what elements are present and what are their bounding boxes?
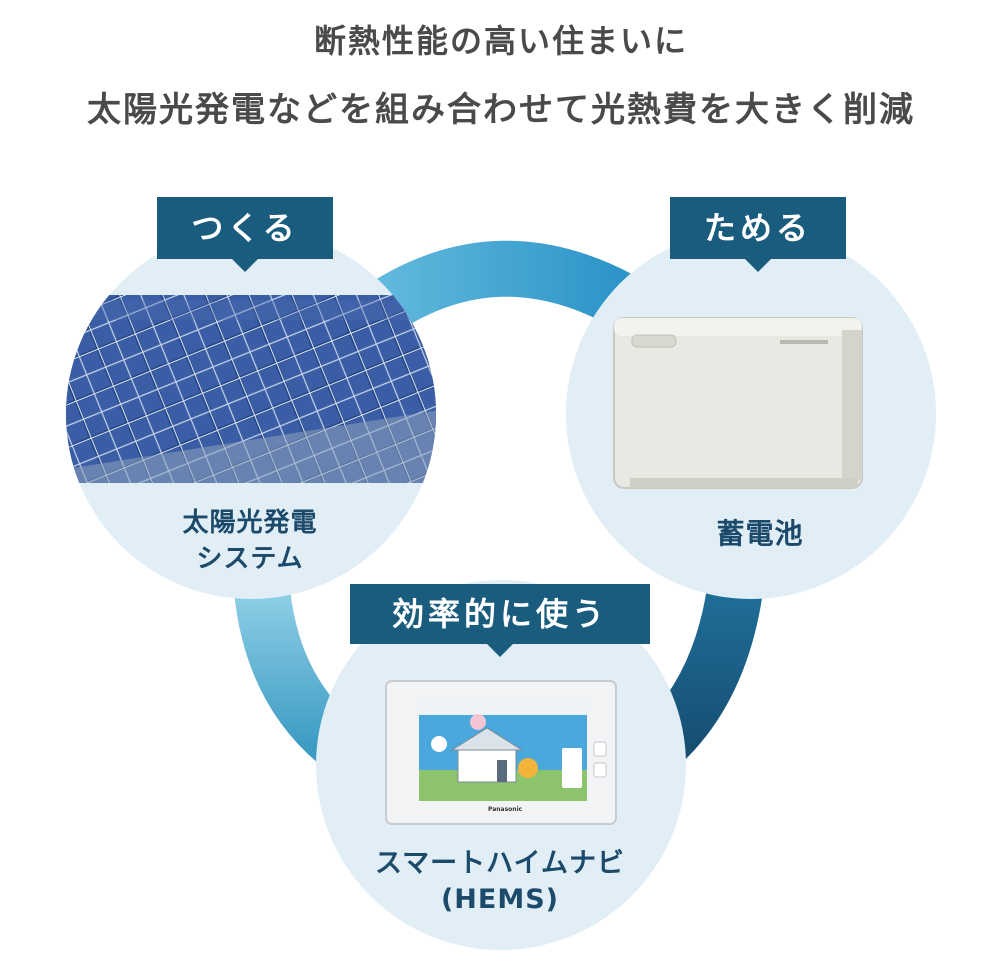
hems-monitor-image	[385, 680, 617, 825]
heading-line-1: 断熱性能の高い住まいに	[313, 22, 688, 60]
solar-panel-image	[66, 295, 436, 483]
caption-battery: 蓄電池	[680, 516, 840, 552]
caption-battery-line1: 蓄電池	[716, 517, 804, 550]
tag-create: つくる	[157, 197, 333, 272]
caption-hems: スマートハイムナビ (HEMS)	[350, 846, 650, 918]
hems-brand-label: Panasonic	[488, 806, 523, 813]
battery-image	[613, 317, 863, 489]
caption-solar: 太陽光発電 システム	[160, 505, 340, 577]
tag-store: ためる	[670, 197, 846, 272]
caption-hems-line2: (HEMS)	[440, 884, 560, 915]
caption-solar-line1: 太陽光発電	[182, 508, 318, 538]
heading-line-2: 太陽光発電などを組み合わせて光熱費を大きく削減	[87, 90, 915, 130]
ring-segment-top	[364, 240, 644, 334]
caption-solar-line2: システム	[196, 544, 304, 574]
caption-hems-line1: スマートハイムナビ	[374, 848, 626, 879]
tag-use: 効率的に使う	[350, 584, 650, 657]
